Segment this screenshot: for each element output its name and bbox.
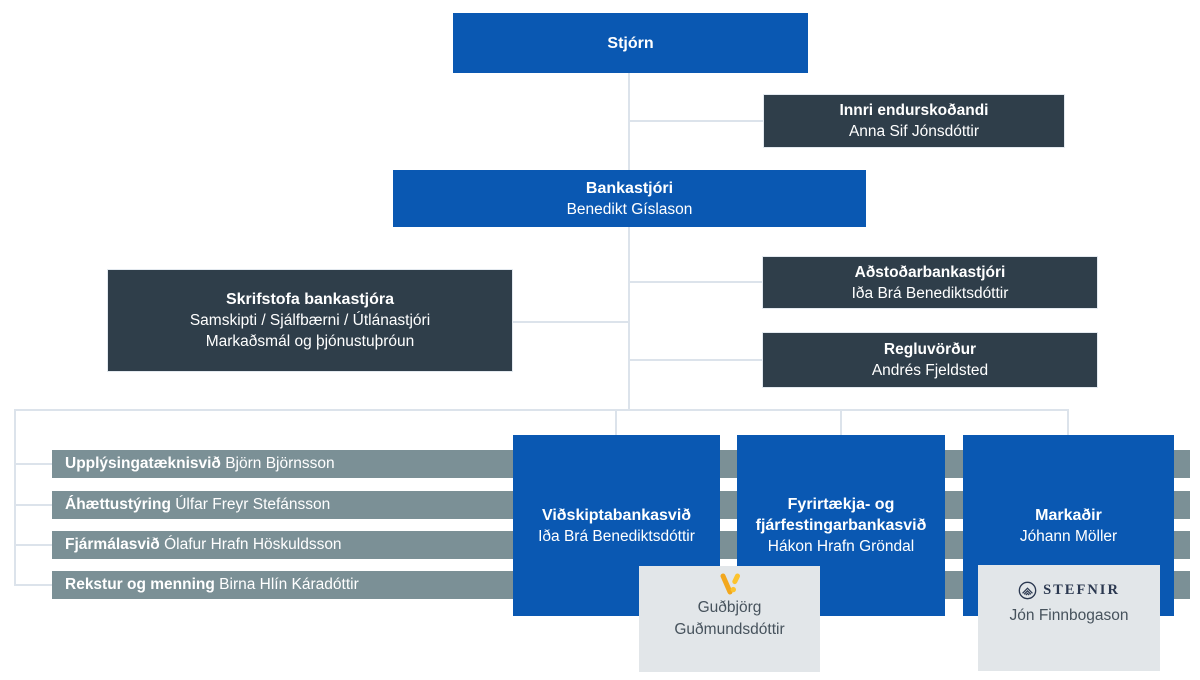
retail-banking-name: Iða Brá Benediktsdóttir <box>538 527 695 545</box>
board-title: Stjórn <box>607 34 654 52</box>
compliance-title: Regluvörður <box>883 341 977 358</box>
deputy-ceo-name: Iða Brá Benediktsdóttir <box>851 284 1009 302</box>
compliance-box: Regluvörður Andrés Fjeldsted <box>762 332 1098 388</box>
ceo-office-title: Skrifstofa bankastjóra <box>225 291 395 308</box>
cib-name: Hákon Hrafn Gröndal <box>767 538 915 555</box>
connector-innri <box>629 120 763 122</box>
division-title: Áhættustýring <box>65 496 171 513</box>
vordur-subsidiary-box: Guðbjörg Guðmundsdóttir <box>639 566 820 672</box>
vordur-head-last-name: Guðmundsdóttir <box>674 621 785 638</box>
markets-title: Markaðir <box>1035 506 1102 524</box>
division-head: Birna Hlín Káradóttir <box>219 576 359 593</box>
cib-title-line2: fjárfestingarbankasvið <box>755 517 927 534</box>
division-title: Upplýsingatæknisvið <box>65 455 221 472</box>
connector-bar-1 <box>15 463 52 465</box>
ceo-box: Bankastjóri Benedikt Gíslason <box>393 170 866 227</box>
cib-title-line1: Fyrirtækja- og <box>787 496 895 513</box>
division-title: Rekstur og menning <box>65 576 215 593</box>
board-box: Stjórn <box>453 13 808 73</box>
connector-unit-1 <box>615 409 617 435</box>
connector-skrifstofa <box>513 321 629 323</box>
deputy-ceo-title: Aðstoðarbankastjóri <box>854 263 1006 281</box>
ceo-office-line2: Samskipti / Sjálfbærni / Útlánastjóri <box>189 312 431 329</box>
internal-audit-title: Innri endurskoðandi <box>839 102 989 119</box>
connector-main-vertical <box>628 73 630 410</box>
stefnir-subsidiary-box: STEFNIR Jón Finnbogason <box>978 565 1160 671</box>
deputy-ceo-box: Aðstoðarbankastjóri Iða Brá Benediktsdót… <box>762 256 1098 309</box>
vordur-head-first-name: Guðbjörg <box>697 599 762 616</box>
connector-unit-2 <box>840 409 842 435</box>
retail-banking-title: Viðskiptabankasvið <box>541 506 692 524</box>
markets-name: Jóhann Möller <box>1019 527 1118 545</box>
division-head: Úlfar Freyr Stefánsson <box>175 496 331 513</box>
connector-main-horizontal <box>14 409 1069 411</box>
internal-audit-name: Anna Sif Jónsdóttir <box>848 123 980 140</box>
connector-regluvordur <box>629 359 762 361</box>
compliance-name: Andrés Fjeldsted <box>871 362 989 379</box>
division-title: Fjármálasvið <box>65 536 160 553</box>
division-head: Ólafur Hrafn Höskuldsson <box>164 536 342 553</box>
connector-bar-4 <box>15 584 52 586</box>
stefnir-head-name: Jón Finnbogason <box>1009 607 1129 624</box>
ceo-title: Bankastjóri <box>585 179 674 197</box>
connector-left-vertical <box>14 409 16 586</box>
vordur-v-icon <box>717 573 743 597</box>
stefnir-mountain-icon <box>1018 581 1037 600</box>
division-head: Björn Björnsson <box>225 455 335 472</box>
ceo-office-box: Skrifstofa bankastjóra Samskipti / Sjálf… <box>107 269 513 372</box>
stefnir-wordmark: STEFNIR <box>1043 582 1120 598</box>
ceo-name: Benedikt Gíslason <box>566 200 693 218</box>
ceo-office-line3: Markaðsmál og þjónustuþróun <box>205 333 415 350</box>
connector-unit-3 <box>1067 409 1069 435</box>
stefnir-logo: STEFNIR <box>1018 579 1120 601</box>
connector-adstodar <box>629 281 762 283</box>
internal-audit-box: Innri endurskoðandi Anna Sif Jónsdóttir <box>763 94 1065 148</box>
connector-bar-2 <box>15 504 52 506</box>
connector-bar-3 <box>15 544 52 546</box>
